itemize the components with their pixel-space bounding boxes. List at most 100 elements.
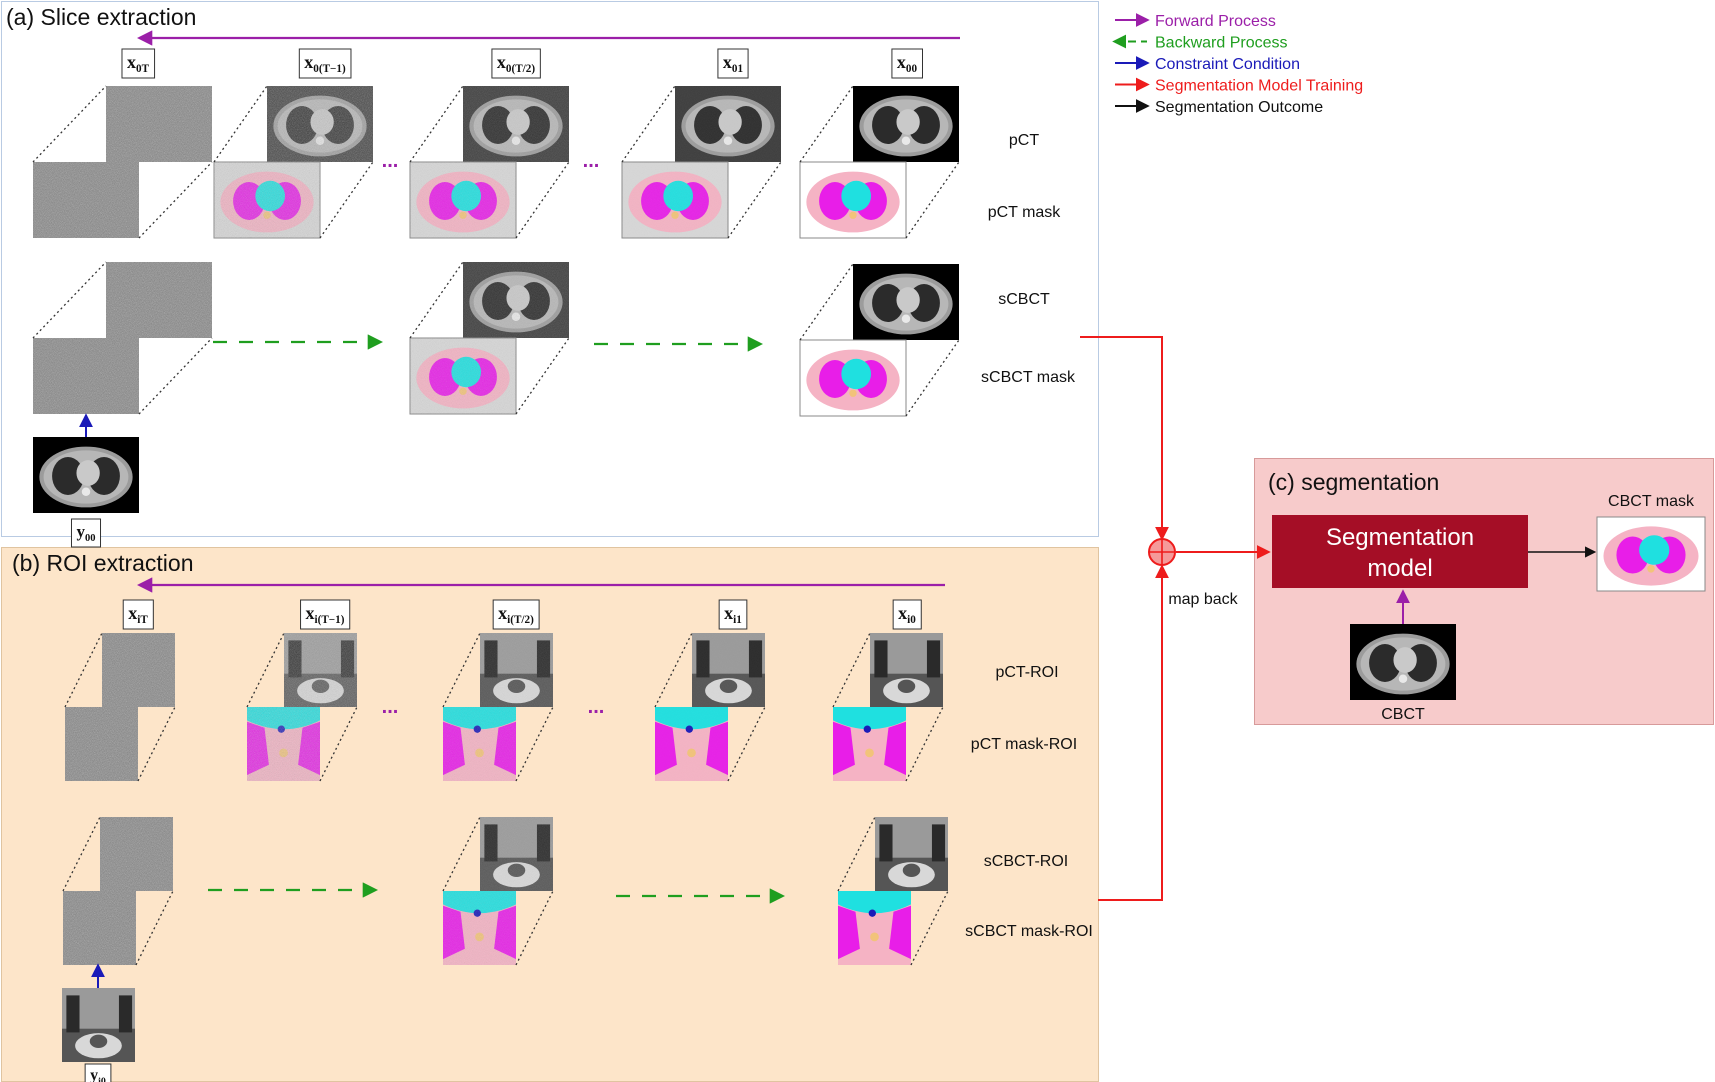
ct-x0T2 [463,86,569,162]
roict-xiT1 [284,633,357,707]
ct-y00 [33,437,139,513]
legend-label-0: Forward Process [1155,13,1276,30]
stack-a-x0T [32,85,213,239]
cbct-mask-label: CBCT mask [1608,493,1695,510]
roimask-xi0 [833,707,906,781]
stack-b-backward-mid [442,816,554,966]
stack-b-xiT1 [246,632,358,782]
roimask-s-mid [443,891,516,965]
noise-bottom-sT [33,338,139,414]
cbct-mask-output [1596,516,1706,592]
label-x0T1: x0(T−1) [298,48,352,79]
label-x00: x00 [891,48,923,79]
roimask-xiT1 [247,707,320,781]
svg-text:x01: x01 [723,52,743,75]
svg-text:x0(T/2): x0(T/2) [497,52,535,75]
label-xi1: xi1 [718,599,748,630]
ellipsis-b2: ... [588,696,605,718]
noise-bottom-x0T [33,162,139,238]
roict-xi1 [692,633,765,707]
label-x0T2: x0(T/2) [491,48,541,79]
merge-node [1148,538,1176,566]
mask-x00 [799,161,907,239]
stack-b-xi1 [654,632,766,782]
svg-text:xi(T/2): xi(T/2) [498,603,534,626]
cbct-label: CBCT [1381,706,1425,723]
stack-b-xiT [64,632,176,782]
svg-text:x0T: x0T [127,52,150,75]
noise-top-x0T [106,86,212,162]
svg-text:x00: x00 [897,52,918,75]
label-x0T: x0T [121,48,156,79]
panel-c-title: (c) segmentation [1268,469,1439,495]
row-label-scbct-mask: sCBCT mask [981,369,1076,386]
model-label-line1: Segmentation [1326,524,1474,551]
stack-b-backward-start [62,816,174,966]
row-label-pct-mask-roi: pCT mask-ROI [971,736,1077,753]
row-label-scbct: sCBCT [998,291,1050,308]
roict-xiT2 [480,633,553,707]
stack-a-x01 [621,85,782,239]
svg-text:xi(T−1): xi(T−1) [306,603,345,626]
mask-x0T2 [409,161,517,239]
stack-a-x00 [799,85,960,239]
label-yi0: yi0 [84,1063,112,1082]
training-connectors [1080,336,1169,901]
svg-text:x0(T−1): x0(T−1) [304,52,346,75]
panel-b-title: (b) ROI extraction [12,550,194,576]
ct-x0T1 [267,86,373,162]
mask-s-mid [409,337,517,415]
svg-text:xiT: xiT [128,603,148,626]
stack-b-xiT2 [442,632,554,782]
row-label-scbct-mask-roi: sCBCT mask-ROI [965,923,1093,940]
stack-a-x0T1 [213,85,374,239]
legend-label-3: Segmentation Model Training [1155,78,1363,95]
roimask-xiT2 [443,707,516,781]
label-xiT1: xi(T−1) [300,599,351,630]
label-xiT: xiT [122,599,154,630]
roict-yi0 [62,988,135,1062]
stack-a-x0T2 [409,85,570,239]
stack-a-backward-end [799,263,960,417]
panel-a-title: (a) Slice extraction [6,4,196,30]
noise-top-sT [106,262,212,338]
row-label-pct: pCT [1009,132,1039,149]
row-label-pct-mask: pCT mask [988,204,1062,221]
legend-label-1: Backward Process [1155,35,1288,52]
label-xi0: xi0 [892,599,922,630]
ct-s-end [853,264,959,340]
stack-a-backward-mid [409,261,570,415]
legend-label-2: Constraint Condition [1155,56,1300,73]
mask-x0T1 [213,161,321,239]
ellipsis-a2: ... [583,150,600,172]
noise-top-xiT [102,633,175,707]
ct-cbct-input [1350,624,1456,700]
row-label-pct-roi: pCT-ROI [995,664,1058,681]
ellipsis-b1: ... [382,696,399,718]
row-label-scbct-roi: sCBCT-ROI [984,853,1068,870]
roimask-s-end [838,891,911,965]
ellipsis-a1: ... [382,150,399,172]
ct-s-mid [463,262,569,338]
noise-bottom-xiT [65,707,138,781]
noise-top-siT [100,817,173,891]
legend-label-4: Segmentation Outcome [1155,99,1323,116]
label-x01: x01 [717,48,749,79]
stack-b-backward-end [837,816,949,966]
roict-xi0 [870,633,943,707]
stack-a-backward-start [32,261,213,415]
ct-x00 [853,86,959,162]
noise-bottom-siT [63,891,136,965]
roict-s-end [875,817,948,891]
mask-s-end [799,339,907,417]
stack-b-xi0 [832,632,944,782]
roimask-xi1 [655,707,728,781]
label-xiT2: xi(T/2) [492,599,540,630]
ct-x01 [675,86,781,162]
mask-x01 [621,161,729,239]
